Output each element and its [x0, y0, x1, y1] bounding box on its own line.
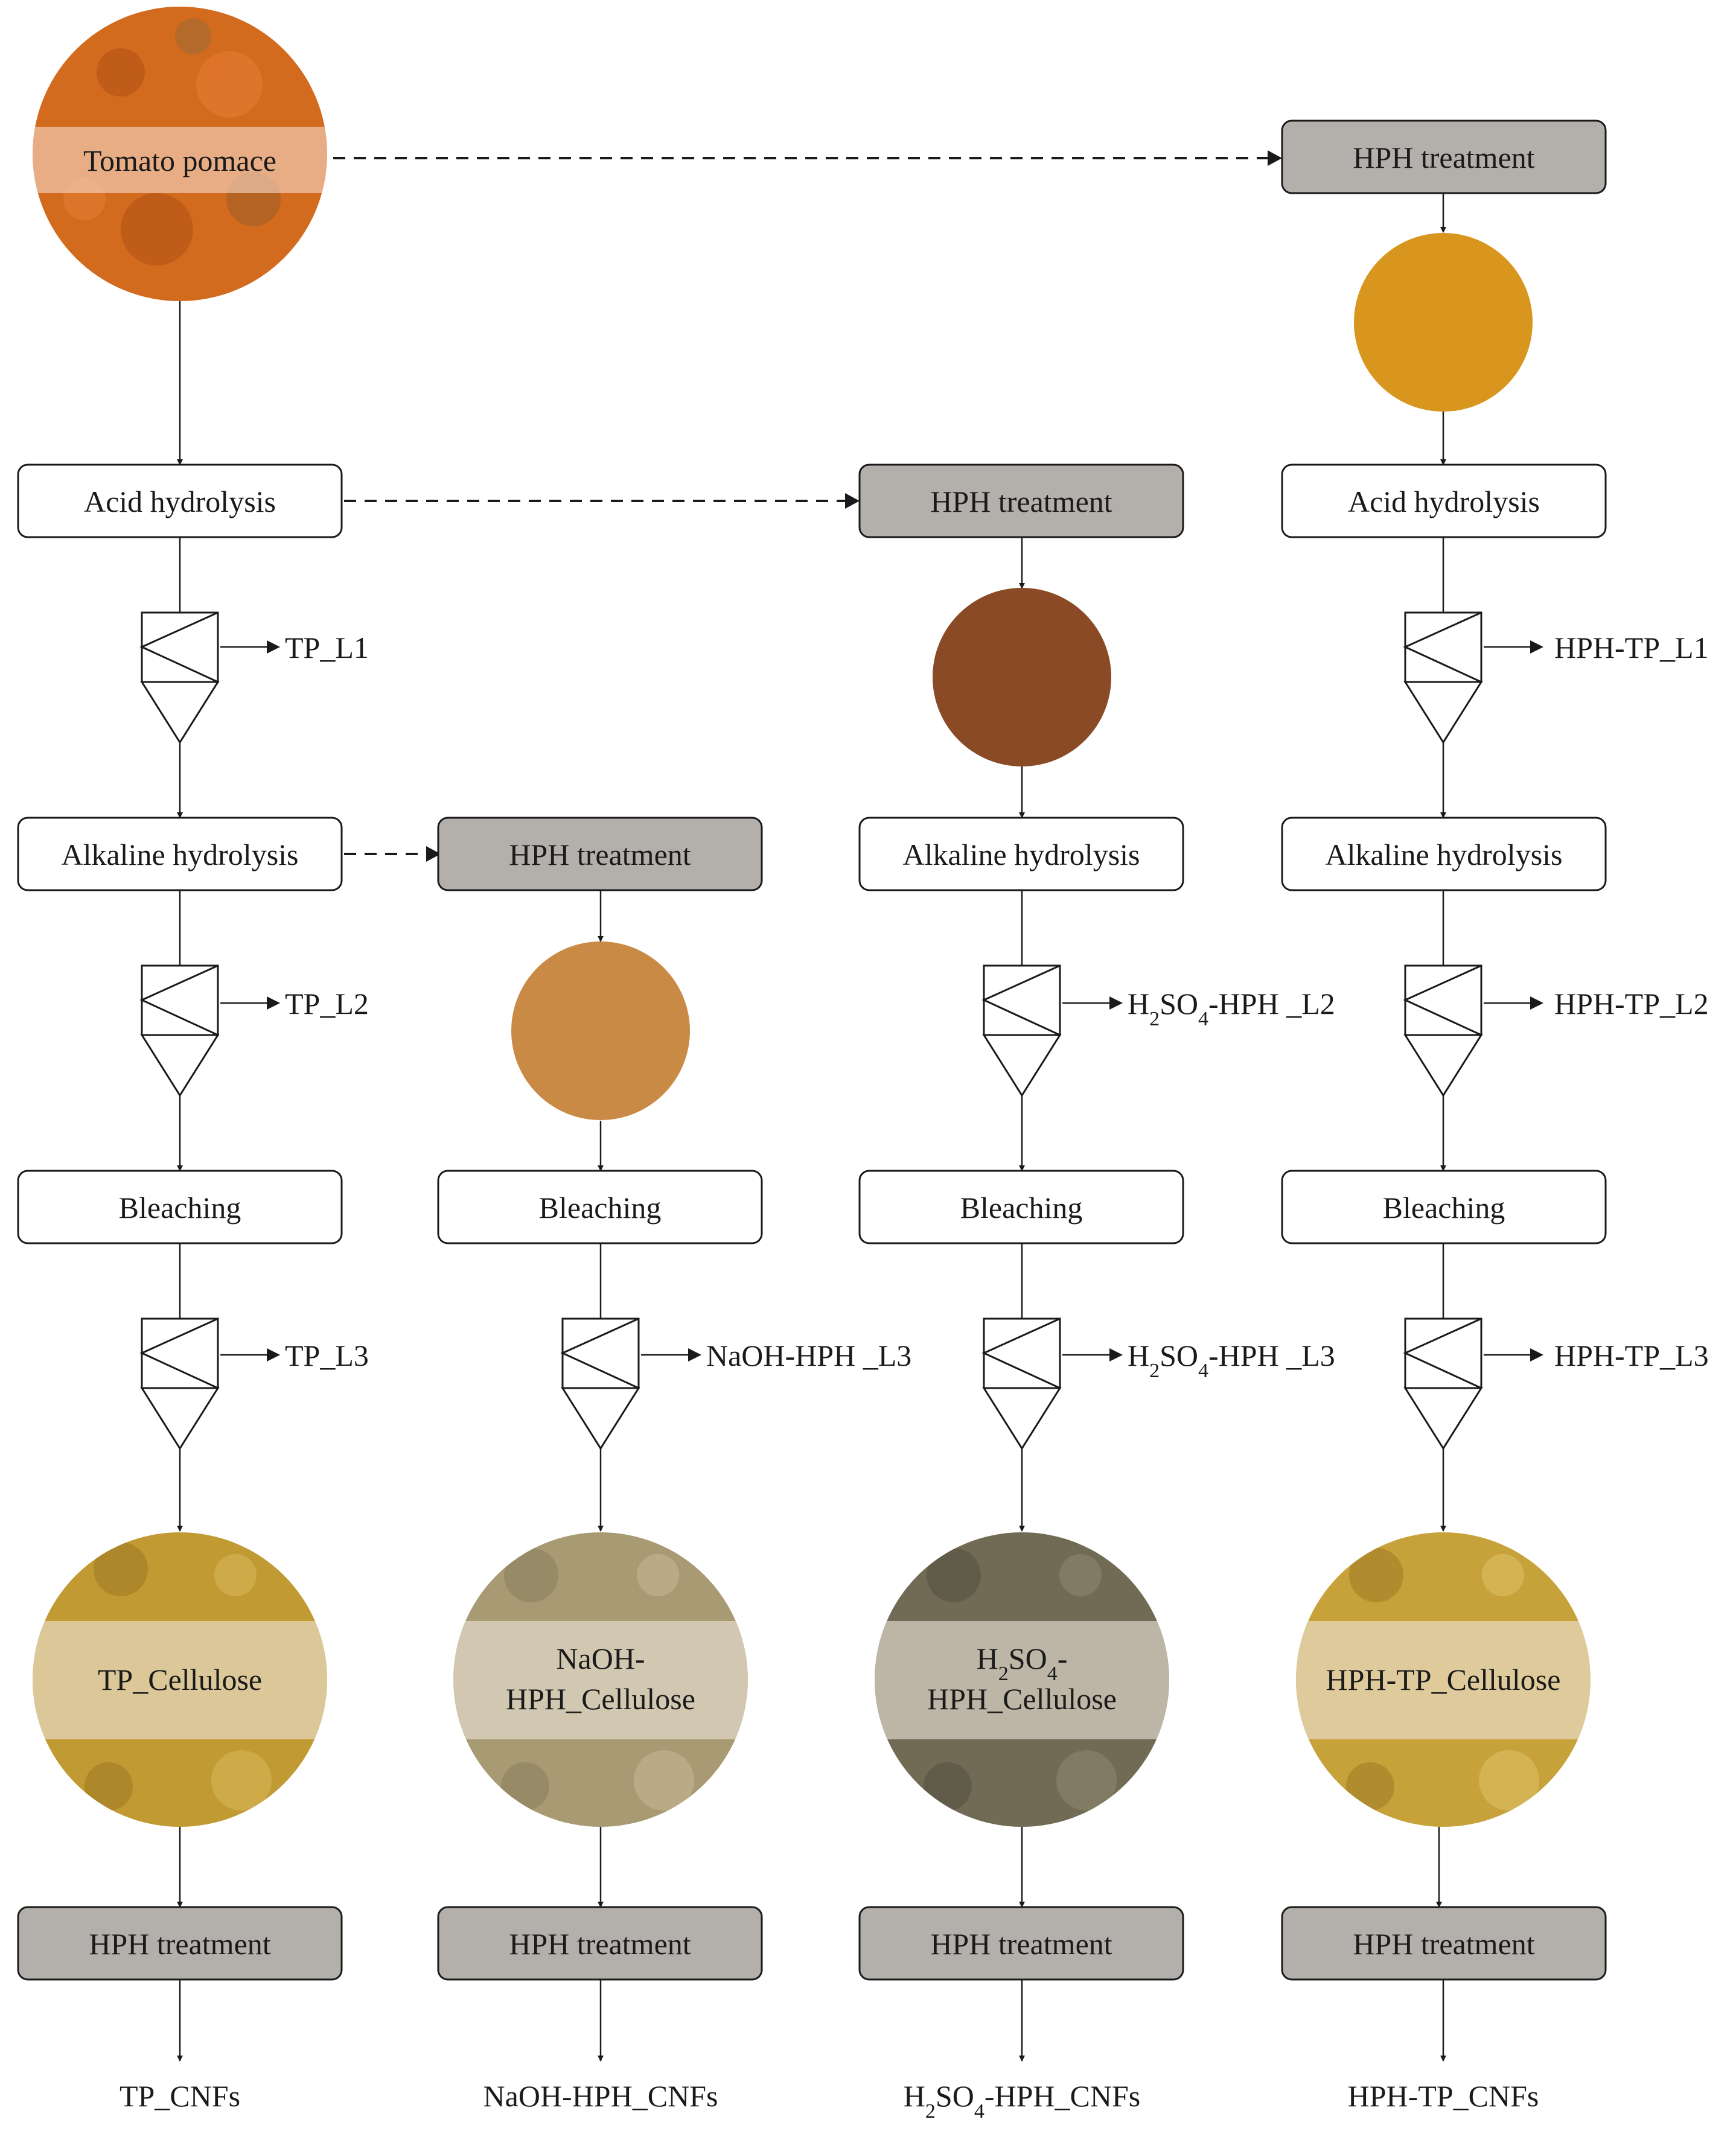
box-label: HPH treatment: [1353, 1927, 1534, 1961]
process-boxes: Acid hydrolysis Alkaline hydrolysis Blea…: [17, 119, 1607, 1981]
box-label: HPH treatment: [509, 838, 691, 871]
box-hph-treatment-h2so4-final: [858, 1906, 1184, 1981]
liquor-label-naoh-l3: NaOH-HPH _L3: [706, 1339, 911, 1372]
liquor-label-h2so4-l2: H2SO4-HPH _L2: [1128, 987, 1335, 1030]
box-hph-treatment-naoh-final: [437, 1906, 763, 1981]
box-label: HPH treatment: [509, 1927, 691, 1961]
separator-icon: [1403, 964, 1483, 1097]
separator-icon: [139, 1317, 220, 1450]
box-label: HPH treatment: [930, 485, 1112, 518]
separators: [139, 611, 1483, 1450]
connectors: [177, 150, 1543, 2062]
box-hph-treatment-naoh: [437, 817, 763, 891]
tomato-pomace-photo: Tomato pomace: [33, 7, 327, 301]
dashed-arrowhead: [845, 493, 860, 509]
liquor-label-hph-l3: HPH-TP_L3: [1554, 1339, 1709, 1372]
separator-icon: [139, 964, 220, 1097]
liquor-label-h2so4-l3: H2SO4-HPH _L3: [1128, 1339, 1335, 1382]
box-label: HPH treatment: [1353, 141, 1534, 174]
box-bleaching-h2so4: [858, 1170, 1184, 1244]
box-label: Bleaching: [539, 1191, 662, 1225]
label-band: [453, 1621, 748, 1739]
box-hph-treatment-hph-tp-final: [1281, 1906, 1607, 1981]
box-label: Bleaching: [960, 1191, 1083, 1225]
box-acid-hydrolysis-tp: [17, 463, 343, 538]
liquor-label-tp-l3: TP_L3: [285, 1339, 369, 1372]
naoh-hph-photo: [511, 941, 690, 1120]
box-label: HPH treatment: [930, 1927, 1112, 1961]
h2so4-cellulose-photo: H2SO4- HPH_Cellulose: [875, 1532, 1169, 1827]
liquor-label-tp-l1: TP_L1: [285, 631, 369, 664]
separator-icon: [560, 1317, 640, 1450]
final-products: TP_CNFs NaOH-HPH_CNFs H2SO4-HPH_CNFs HPH…: [120, 2079, 1539, 2123]
label-band: [33, 127, 327, 193]
separator-icon: [981, 964, 1062, 1097]
cellulose-label: TP_Cellulose: [98, 1663, 262, 1696]
cellulose-label-line2: HPH_Cellulose: [506, 1682, 695, 1716]
separator-icon: [1403, 611, 1483, 744]
box-label: HPH treatment: [89, 1927, 270, 1961]
separator-icon: [1403, 1317, 1483, 1450]
hph-pomace-photo: [1354, 233, 1533, 412]
box-label: Alkaline hydrolysis: [1325, 838, 1562, 871]
texture: [63, 18, 281, 266]
box-label: Bleaching: [119, 1191, 241, 1225]
liquor-label-hph-l2: HPH-TP_L2: [1554, 987, 1709, 1021]
box-hph-treatment-h2so4: [858, 463, 1184, 538]
dashed-arrowhead: [426, 846, 441, 862]
naoh-cellulose-photo: NaOH- HPH_Cellulose: [453, 1532, 748, 1827]
label-band: [33, 1621, 327, 1739]
texture: [1346, 1548, 1539, 1811]
cellulose-label: HPH-TP_Cellulose: [1326, 1663, 1561, 1696]
box-bleaching-naoh: [437, 1170, 763, 1244]
acid-hph-photo: [933, 588, 1111, 766]
box-bleaching-tp: [17, 1170, 343, 1244]
product-label-tp: TP_CNFs: [120, 2079, 240, 2113]
hph-tp-cellulose-photo: HPH-TP_Cellulose: [1296, 1532, 1591, 1827]
box-alkaline-hydrolysis-tp: [17, 817, 343, 891]
box-bleaching-hph-tp: [1281, 1170, 1607, 1244]
source-label: Tomato pomace: [83, 144, 276, 177]
cellulose-label-line2: HPH_Cellulose: [927, 1682, 1117, 1716]
box-hph-treatment-tp-final: [17, 1906, 343, 1981]
product-label-hph-tp: HPH-TP_CNFs: [1348, 2079, 1539, 2113]
box-label: Bleaching: [1383, 1191, 1505, 1225]
box-label: Acid hydrolysis: [1348, 485, 1540, 518]
texture: [924, 1548, 1117, 1811]
liquor-labels: TP_L1 TP_L2 TP_L3 NaOH-HPH _L3 H2SO4-HPH…: [285, 631, 1709, 1382]
box-hph-treatment-hph-tp: [1281, 119, 1607, 194]
product-label-naoh: NaOH-HPH_CNFs: [483, 2079, 718, 2113]
separator-icon: [139, 611, 220, 744]
product-label-h2so4: H2SO4-HPH_CNFs: [904, 2079, 1140, 2123]
box-acid-hydrolysis-hph-tp: [1281, 463, 1607, 538]
liquor-label-hph-l1: HPH-TP_L1: [1554, 631, 1709, 664]
label-band: [1296, 1621, 1591, 1739]
box-label: Acid hydrolysis: [84, 485, 276, 518]
box-alkaline-hydrolysis-h2so4: [858, 817, 1184, 891]
sample-photos: Tomato pomace TP_Cellulose NaOH- HPH_Cel…: [33, 7, 1591, 1827]
dashed-arrowhead: [1268, 150, 1282, 166]
label-band: [875, 1621, 1169, 1739]
tp-cellulose-photo: TP_Cellulose: [33, 1532, 327, 1827]
box-label: Alkaline hydrolysis: [902, 838, 1140, 871]
cellulose-label-line1: NaOH-: [556, 1642, 645, 1675]
separator-icon: [981, 1317, 1062, 1450]
liquor-label-tp-l2: TP_L2: [285, 987, 369, 1021]
box-label: Alkaline hydrolysis: [61, 838, 298, 871]
cellulose-label-line1: H2SO4-: [977, 1642, 1068, 1685]
texture: [85, 1542, 272, 1811]
box-alkaline-hydrolysis-hph-tp: [1281, 817, 1607, 891]
